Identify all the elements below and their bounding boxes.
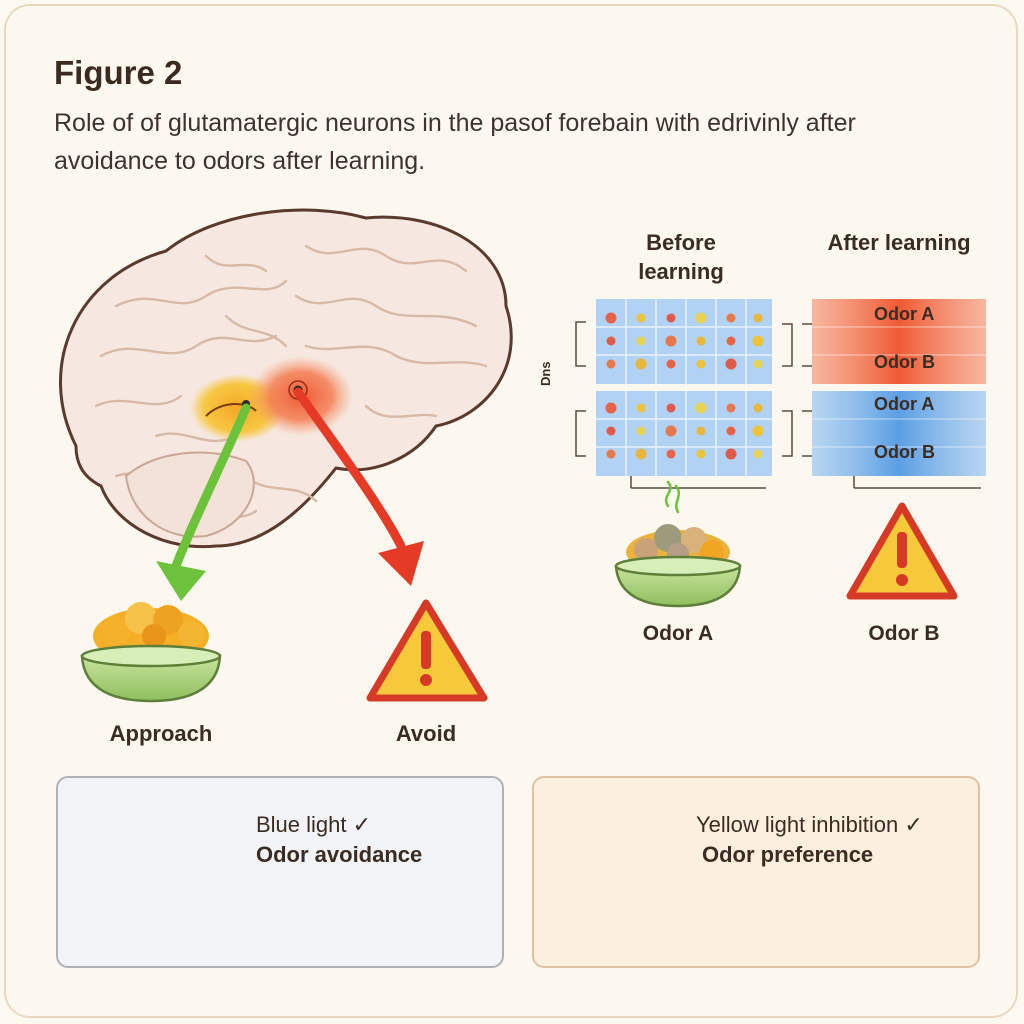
odor-b-warning-icon (846, 502, 958, 600)
heatmap-activity-dot (666, 449, 676, 459)
heatmap-activity-dot (606, 426, 616, 436)
heatmap-activity-dot (726, 426, 736, 436)
heatmap-activity-dot (605, 312, 617, 324)
yellow-light-text: Yellow light inhibition ✓ (696, 812, 923, 837)
heatmap-activity-dot (666, 313, 676, 323)
figure-caption: Role of of glutamatergic neurons in the … (54, 109, 856, 175)
row-label-odor-b-top: Odor B (874, 352, 935, 372)
heatmap-activity-dot (606, 359, 616, 369)
row-label-odor-a-bottom: Odor A (874, 394, 935, 414)
row-label-odor-a-top: Odor A (874, 304, 935, 324)
heatmap-activity-dot (605, 402, 617, 414)
blue-light-panel: Blue light ✓ Odor avoidance (56, 776, 504, 968)
heatmap-activity-dot (725, 448, 737, 460)
figure-card: Figure 2 Role of of glutamatergic neuron… (4, 4, 1018, 1018)
odor-b-label: Odor B (868, 622, 940, 645)
heatmap-activity-dot (725, 358, 737, 370)
heatmap-activity-dot (635, 448, 647, 460)
heatmap-activity-dot (606, 449, 616, 459)
odor-preference-text: Odor preference (702, 842, 874, 867)
heatmap-side-label: Dns (538, 361, 553, 386)
heatmap-activity-dot (752, 335, 764, 347)
figure-title: Figure 2 (54, 54, 183, 91)
heatmap-activity-dot (753, 359, 763, 369)
avoid-arrow (293, 387, 424, 586)
heatmap-activity-dot (636, 336, 646, 346)
odor-avoidance-text: Odor avoidance (256, 842, 423, 867)
heatmap-activity-dot (636, 426, 646, 436)
heatmap-activity-dot (696, 359, 706, 369)
food-bowl-icon (80, 602, 222, 703)
heatmap-activity-dot (665, 425, 677, 437)
heatmap-activity-dot (752, 425, 764, 437)
heatmap-activity-dot (696, 336, 706, 346)
heatmap-activity-dot (726, 403, 736, 413)
yellow-light-panel: Yellow light inhibition ✓ Odor preferenc… (532, 776, 980, 968)
heatmap-activity-dot (753, 403, 763, 413)
heatmap-brackets (575, 321, 981, 489)
before-learning-title: Before learning (638, 230, 724, 284)
heatmap-activity-dot (695, 402, 707, 414)
approach-arrow (156, 403, 251, 601)
heatmap-before (596, 299, 772, 476)
heatmap-activity-dot (666, 403, 676, 413)
heatmap-activity-dot (606, 336, 616, 346)
heatmap-after (812, 299, 986, 476)
row-label-odor-b-bottom: Odor B (874, 442, 935, 462)
heatmap-activity-dot (636, 403, 646, 413)
blue-light-text: Blue light ✓ (256, 812, 372, 837)
heatmap-activity-dot (665, 335, 677, 347)
avoid-label: Avoid (395, 721, 457, 746)
odor-a-food-bowl-icon (614, 480, 742, 608)
heatmap-activity-dot (666, 359, 676, 369)
heatmap-activity-dot (635, 358, 647, 370)
odor-a-label: Odor A (642, 622, 714, 645)
heatmap-activity-dot (636, 313, 646, 323)
brain-illustration (59, 208, 513, 549)
heatmap-activity-dot (695, 312, 707, 324)
heatmap-activity-dot (753, 313, 763, 323)
heatmap-activity-dot (696, 426, 706, 436)
after-learning-title: After learning (827, 230, 971, 255)
heatmap-activity-dot (726, 336, 736, 346)
heatmap-activity-dot (753, 449, 763, 459)
approach-label: Approach (109, 721, 213, 746)
warning-icon (366, 599, 488, 702)
heatmap-activity-dot (726, 313, 736, 323)
heatmap-activity-dot (696, 449, 706, 459)
